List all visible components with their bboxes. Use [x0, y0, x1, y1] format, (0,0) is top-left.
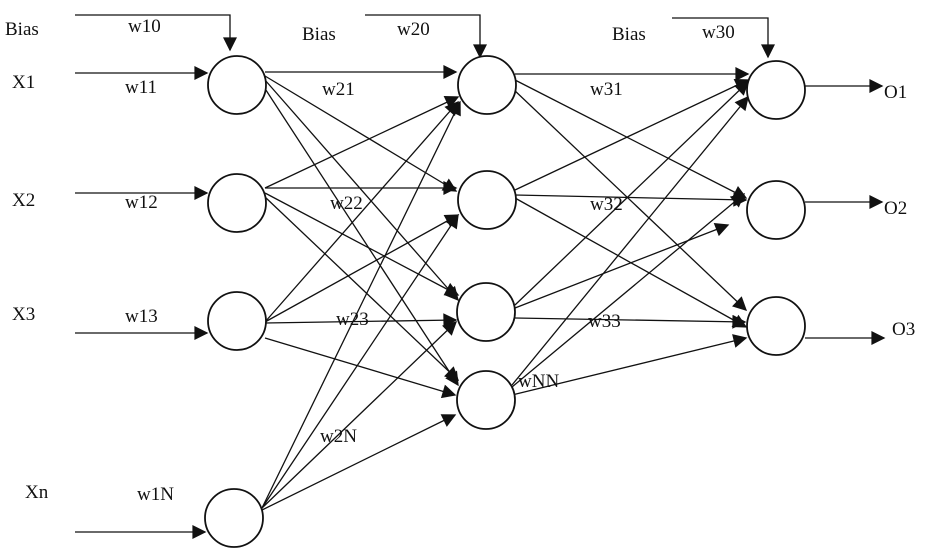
bias-line-layer1: [75, 14, 237, 52]
bias-label-2: Bias: [302, 24, 336, 45]
output-node-3: [746, 296, 806, 356]
weight-label-w22: w22: [330, 193, 363, 214]
output-node-1: [746, 60, 806, 120]
input-label-x1: X1: [12, 72, 35, 93]
weight-label-w12: w12: [125, 192, 158, 213]
bias-weight-w10: w10: [128, 16, 161, 37]
output-label-o3: O3: [892, 319, 915, 340]
weight-label-wnn: wNN: [518, 371, 559, 392]
output-label-o1: O1: [884, 82, 907, 103]
connections-layer1-to-layer2: [261, 65, 461, 511]
bias-label-3: Bias: [612, 24, 646, 45]
weight-label-w33: w33: [588, 311, 621, 332]
bias-line-layer2: [365, 14, 487, 59]
bias-weight-w20: w20: [397, 19, 430, 40]
weight-label-w31: w31: [590, 79, 623, 100]
input-label-x3: X3: [12, 304, 35, 325]
weight-label-w21: w21: [322, 79, 355, 100]
input-label-xn: Xn: [25, 482, 49, 503]
weight-label-w1n: w1N: [137, 484, 174, 505]
bias-line-layer3: [672, 17, 775, 59]
input-node-1: [207, 55, 267, 115]
input-node-3: [207, 291, 267, 351]
hidden-node-2: [457, 170, 517, 230]
hidden-node-1: [457, 55, 517, 115]
output-label-o2: O2: [884, 198, 907, 219]
bias-weight-w30: w30: [702, 22, 735, 43]
connections-layer2-to-layer3: [511, 67, 750, 396]
input-node-2: [207, 173, 267, 233]
input-label-x2: X2: [12, 190, 35, 211]
input-node-n: [204, 488, 264, 548]
hidden-node-n: [456, 370, 516, 430]
weight-label-w23: w23: [336, 309, 369, 330]
hidden-node-3: [456, 282, 516, 342]
weight-label-w13: w13: [125, 306, 158, 327]
weight-label-w2n: w2N: [320, 426, 357, 447]
weight-label-w32: w32: [590, 194, 623, 215]
bias-label-1: Bias: [5, 19, 39, 40]
output-node-2: [746, 180, 806, 240]
weight-label-w11: w11: [125, 77, 157, 98]
